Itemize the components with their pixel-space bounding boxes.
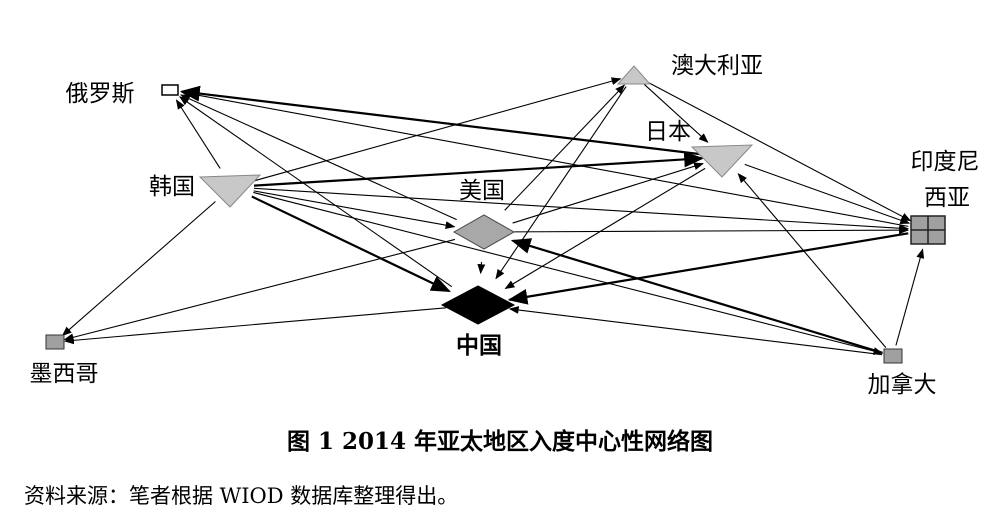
edge-indonesia-to-russia [180, 89, 909, 227]
source-note: 资料来源：笔者根据 WIOD 数据库整理得出。 [24, 484, 459, 508]
edges-layer [61, 77, 925, 356]
edge-korea-to-china [251, 195, 451, 293]
node-indonesia [910, 215, 946, 245]
label-indonesia-line-2: 西亚 [924, 185, 970, 211]
edge-china-to-mexico [63, 307, 447, 345]
node-canada [883, 348, 903, 364]
edge-korea-to-australia [253, 77, 622, 182]
label-australia: 澳大利亚 [671, 53, 763, 79]
node-korea [198, 174, 262, 208]
edge-indonesia-to-china [507, 232, 909, 305]
label-indonesia-line-1: 印度尼 [911, 149, 980, 175]
label-china: 中国 [456, 333, 502, 359]
edge-canada-to-indonesia [895, 248, 925, 346]
edge-korea-to-usa [253, 190, 456, 230]
label-mexico: 墨西哥 [30, 361, 99, 387]
edge-korea-to-mexico [61, 201, 216, 337]
edge-usa-to-china [477, 261, 486, 275]
figure-caption: 图 1 2014 年亚太地区入度中心性网络图 [286, 428, 714, 455]
edge-usa-to-indonesia [513, 226, 909, 235]
label-russia: 俄罗斯 [66, 81, 135, 107]
edge-korea-to-indonesia [253, 187, 910, 233]
edge-japan-to-russia [179, 85, 703, 156]
edge-canada-to-japan [737, 173, 887, 348]
node-mexico [45, 334, 65, 350]
edge-canada-to-china [508, 306, 883, 356]
edge-usa-to-japan [512, 162, 704, 224]
edge-korea-to-japan [253, 151, 705, 187]
node-australia [616, 65, 652, 85]
edge-australia-to-china [495, 86, 627, 280]
label-japan: 日本 [645, 119, 691, 145]
label-korea: 韩国 [149, 174, 195, 200]
edge-usa-to-australia [504, 84, 626, 211]
edge-korea-to-canada [253, 191, 884, 355]
edge-usa-to-mexico [63, 238, 456, 342]
edge-japan-to-china [504, 167, 706, 290]
node-china [440, 285, 516, 325]
edge-canada-to-usa [510, 238, 883, 354]
edge-australia-to-indonesia [646, 81, 912, 222]
label-usa: 美国 [459, 178, 505, 204]
node-russia [161, 84, 179, 96]
node-usa [452, 214, 516, 250]
nodes-layer [45, 65, 946, 364]
edge-korea-to-russia [175, 99, 221, 169]
edge-japan-to-indonesia [744, 163, 911, 224]
label-canada: 加拿大 [868, 371, 937, 398]
edge-usa-to-russia [180, 94, 457, 221]
node-japan [690, 144, 754, 178]
edge-australia-to-japan [643, 84, 709, 143]
